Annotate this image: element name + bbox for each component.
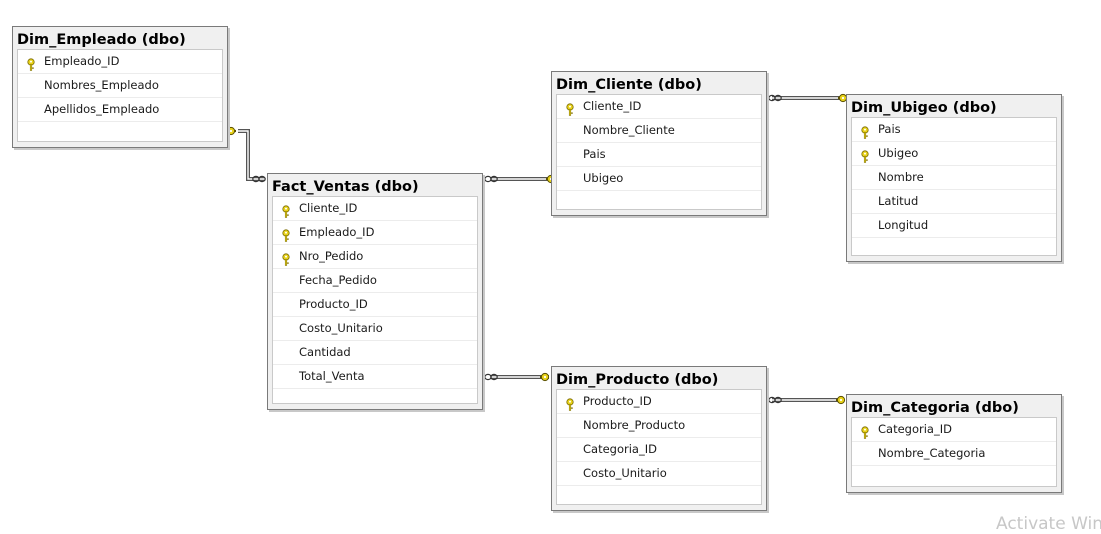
column-name: Pais bbox=[583, 147, 606, 161]
empty-row bbox=[557, 486, 761, 509]
column-name: Latitud bbox=[878, 194, 919, 208]
column-name: Pais bbox=[878, 122, 901, 136]
table-fact-ventas[interactable]: Fact_Ventas (dbo) Cliente_ID Empleado_ID Nr… bbox=[267, 173, 483, 410]
relationship-ubigeo-many-loop-b bbox=[774, 94, 782, 102]
empty-row bbox=[852, 466, 1056, 489]
primary-key-icon bbox=[860, 424, 870, 439]
primary-key-icon bbox=[281, 251, 291, 266]
table-dim-categoria[interactable]: Dim_Categoria (dbo) Categoria_ID Nombre_Ca… bbox=[846, 394, 1062, 493]
relationship-empleado-many-loop-b bbox=[258, 175, 266, 183]
column-name: Producto_ID bbox=[583, 394, 652, 408]
column-row[interactable]: Costo_Unitario bbox=[273, 317, 477, 341]
primary-key-icon bbox=[565, 396, 575, 411]
relationship-cliente-many-loop-b bbox=[490, 175, 498, 183]
column-name: Categoria_ID bbox=[878, 422, 952, 436]
column-row[interactable]: Costo_Unitario bbox=[557, 462, 761, 486]
column-name: Nombres_Empleado bbox=[44, 78, 159, 92]
column-name: Empleado_ID bbox=[299, 225, 375, 239]
relationship-categoria-many-loop-b bbox=[774, 396, 782, 404]
column-row[interactable]: Cliente_ID bbox=[273, 197, 477, 221]
column-name: Total_Venta bbox=[299, 369, 365, 383]
empty-row bbox=[273, 389, 477, 412]
column-name: Cantidad bbox=[299, 345, 351, 359]
column-row[interactable]: Apellidos_Empleado bbox=[18, 98, 222, 122]
column-row[interactable]: Nombre_Producto bbox=[557, 414, 761, 438]
relationship-empleado-key-hole bbox=[229, 129, 233, 133]
column-row[interactable]: Empleado_ID bbox=[273, 221, 477, 245]
table-title[interactable]: Fact_Ventas (dbo) bbox=[272, 179, 419, 195]
column-row[interactable]: Nombres_Empleado bbox=[18, 74, 222, 98]
column-row[interactable]: Pais bbox=[852, 118, 1056, 142]
column-row[interactable]: Longitud bbox=[852, 214, 1056, 238]
table-title[interactable]: Dim_Producto (dbo) bbox=[556, 372, 719, 388]
column-name: Producto_ID bbox=[299, 297, 368, 311]
table-title[interactable]: Dim_Ubigeo (dbo) bbox=[851, 100, 997, 116]
column-name: Longitud bbox=[878, 218, 929, 232]
column-name: Costo_Unitario bbox=[299, 321, 383, 335]
column-name: Ubigeo bbox=[878, 146, 919, 160]
table-dim-producto[interactable]: Dim_Producto (dbo) Producto_ID Nombre_Prod… bbox=[551, 366, 767, 511]
primary-key-icon bbox=[860, 124, 870, 139]
primary-key-icon bbox=[860, 148, 870, 163]
table-dim-empleado[interactable]: Dim_Empleado (dbo) Empleado_ID Nombres_Emp… bbox=[12, 26, 228, 148]
relationship-producto-many-loop-b bbox=[490, 373, 498, 381]
primary-key-icon bbox=[26, 56, 36, 71]
primary-key-icon bbox=[565, 101, 575, 116]
table-title[interactable]: Dim_Empleado (dbo) bbox=[17, 32, 186, 48]
column-name: Nro_Pedido bbox=[299, 249, 364, 263]
column-row[interactable]: Producto_ID bbox=[273, 293, 477, 317]
column-row[interactable]: Total_Venta bbox=[273, 365, 477, 389]
column-row[interactable]: Pais bbox=[557, 143, 761, 167]
table-title[interactable]: Dim_Cliente (dbo) bbox=[556, 77, 702, 93]
column-row[interactable]: Categoria_ID bbox=[557, 438, 761, 462]
column-name: Nombre_Producto bbox=[583, 418, 686, 432]
column-row[interactable]: Ubigeo bbox=[557, 167, 761, 191]
column-name: Nombre_Cliente bbox=[583, 123, 675, 137]
column-row[interactable]: Nombre bbox=[852, 166, 1056, 190]
column-name: Ubigeo bbox=[583, 171, 624, 185]
column-row[interactable]: Nro_Pedido bbox=[273, 245, 477, 269]
table-dim-cliente[interactable]: Dim_Cliente (dbo) Cliente_ID Nombre_Client… bbox=[551, 71, 767, 216]
column-row[interactable]: Ubigeo bbox=[852, 142, 1056, 166]
primary-key-icon bbox=[281, 227, 291, 242]
column-name: Empleado_ID bbox=[44, 54, 120, 68]
column-name: Cliente_ID bbox=[299, 201, 358, 215]
column-row[interactable]: Cliente_ID bbox=[557, 95, 761, 119]
relationship-empleado-ventas bbox=[238, 129, 265, 181]
column-row[interactable]: Categoria_ID bbox=[852, 418, 1056, 442]
column-name: Cliente_ID bbox=[583, 99, 642, 113]
relationship-empleado-ventas-inner bbox=[238, 130, 265, 180]
table-title[interactable]: Dim_Categoria (dbo) bbox=[851, 400, 1019, 416]
primary-key-icon bbox=[281, 203, 291, 218]
empty-row bbox=[852, 238, 1056, 261]
column-name: Nombre bbox=[878, 170, 924, 184]
column-name: Costo_Unitario bbox=[583, 466, 667, 480]
column-name: Fecha_Pedido bbox=[299, 273, 377, 287]
empty-row bbox=[557, 191, 761, 214]
column-row[interactable]: Latitud bbox=[852, 190, 1056, 214]
column-name: Categoria_ID bbox=[583, 442, 657, 456]
empty-row bbox=[18, 122, 222, 145]
column-row[interactable]: Nombre_Categoria bbox=[852, 442, 1056, 466]
column-row[interactable]: Nombre_Cliente bbox=[557, 119, 761, 143]
column-list: Categoria_ID Nombre_Categoria bbox=[851, 417, 1057, 487]
relationship-categoria-key-hole bbox=[839, 398, 843, 402]
column-name: Apellidos_Empleado bbox=[44, 102, 160, 116]
column-row[interactable]: Producto_ID bbox=[557, 390, 761, 414]
activation-watermark: Activate Win bbox=[996, 514, 1101, 534]
relationship-producto-key-hole bbox=[543, 375, 547, 379]
relationship-ubigeo-key-hole bbox=[841, 96, 845, 100]
column-name: Nombre_Categoria bbox=[878, 446, 986, 460]
column-row[interactable]: Fecha_Pedido bbox=[273, 269, 477, 293]
column-row[interactable]: Cantidad bbox=[273, 341, 477, 365]
column-row[interactable]: Empleado_ID bbox=[18, 50, 222, 74]
